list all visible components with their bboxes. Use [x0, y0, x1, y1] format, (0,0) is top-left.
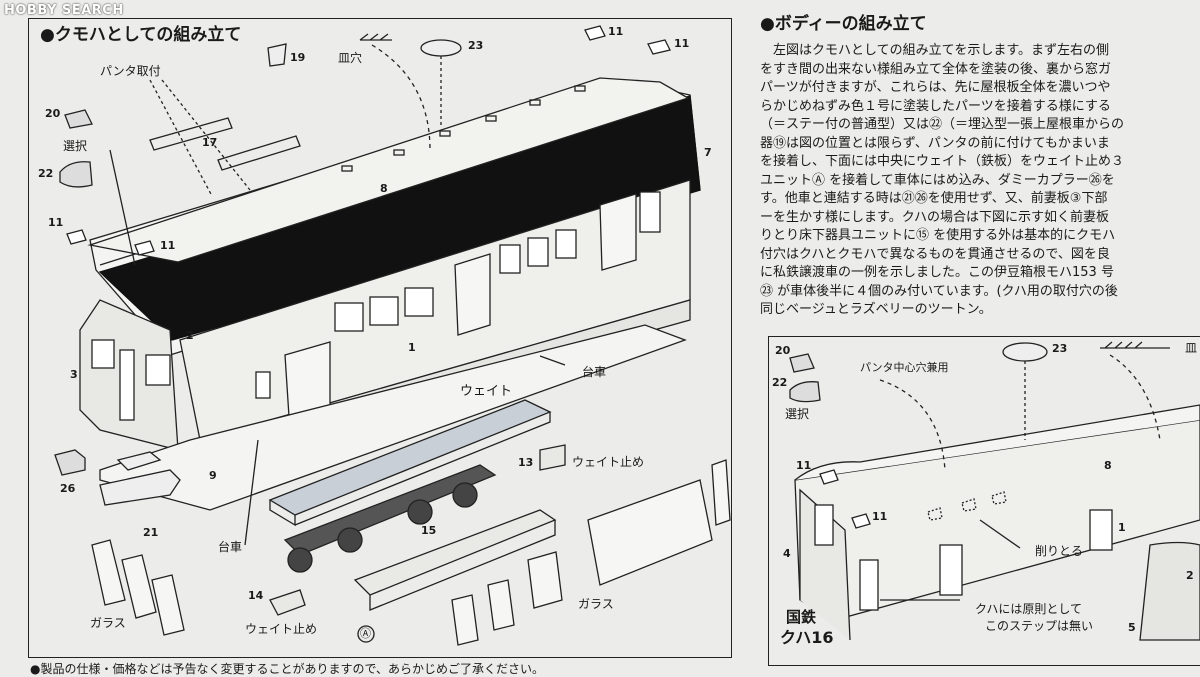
part-number-11b: 11	[674, 37, 690, 50]
label-circle-a: Ⓐ	[360, 627, 371, 640]
inset-part-11a: 11	[796, 459, 812, 472]
label-weight-stopper-13: ウェイト止め	[572, 455, 645, 469]
inset-part-20: 20	[775, 344, 791, 357]
label-select: 選択	[63, 139, 88, 153]
part-number-13: 13	[518, 456, 534, 469]
part-number-11a: 11	[608, 25, 624, 38]
paragraph-line: 付穴はクハとクモハで異なるものを貫通させるので、図を良	[760, 246, 1110, 262]
part-number-19: 19	[290, 51, 306, 64]
inset-part-4: 4	[783, 547, 791, 560]
part-number-8: 8	[380, 182, 388, 195]
part-number-11d: 11	[160, 239, 176, 252]
part-number-11c: 11	[48, 216, 64, 229]
left-diagram-frame	[28, 18, 732, 658]
label-glass-left: ガラス	[90, 616, 126, 630]
paragraph-line: を接着し、下面には中央にウェイト（鉄板）をウェイト止め３	[760, 154, 1125, 169]
paragraph-line: 器⑲は図の位置とは限らず、パンタの前に付けてもかまいま	[760, 135, 1110, 151]
inset-part-2: 2	[1186, 569, 1194, 582]
label-roof-hole-partial: 皿	[1185, 341, 1198, 355]
label-weight: ウェイト	[460, 384, 513, 399]
paragraph-line: パーツが付きますが、これらは、先に屋根板全体を濃いつや	[760, 80, 1111, 95]
label-bogie-right: 台車	[582, 365, 607, 379]
right-heading: ●ボディーの組み立て	[760, 14, 927, 34]
label-weight-stopper-14: ウェイト止め	[245, 622, 318, 636]
part-number-9: 9	[209, 469, 217, 482]
paragraph-line: をすき間の出来ない様組み立て全体を塗装の後、裏から窓ガ	[760, 61, 1112, 77]
paragraph-line: 左図はクモハとしての組み立てを示します。まず左右の側	[773, 43, 1110, 58]
part-number-1: 1	[408, 341, 416, 354]
part-number-7: 7	[704, 146, 712, 159]
label-pantograph-mount: パンタ取付	[100, 64, 161, 78]
paragraph-line: りとり床下器具ユニットに⑮ を使用する外は基本的にクモハ	[760, 228, 1116, 243]
label-bogie-left: 台車	[218, 540, 243, 554]
paragraph-line: らかじめねずみ色１号に塗装したパーツを接着する様にする	[760, 98, 1111, 114]
label-inset-select: 選択	[785, 407, 810, 421]
part-number-2: 2	[186, 329, 194, 342]
part-number-21: 21	[143, 526, 159, 539]
part-number-17: 17	[202, 136, 218, 149]
inset-part-23: 23	[1052, 342, 1068, 355]
part-number-22: 22	[38, 167, 54, 180]
label-roof-hole: 皿穴	[338, 51, 363, 65]
label-jnr: 国鉄	[786, 608, 817, 626]
inset-part-8: 8	[1104, 459, 1112, 472]
part-number-14: 14	[248, 589, 264, 602]
inset-part-22: 22	[772, 376, 788, 389]
footnote: ●製品の仕様・価格などは予告なく変更することがありますので、あらかじめご了承くだ…	[30, 662, 544, 676]
label-kuha-note-1: クハには原則として	[975, 602, 1083, 616]
part-number-3: 3	[70, 368, 78, 381]
label-kuha-note-2: このステップは無い	[985, 619, 1094, 633]
paragraph-line: （＝ステー付の普通型）又は㉒（＝埋込型一張上屋根車からの	[760, 117, 1125, 132]
part-number-23: 23	[468, 39, 484, 52]
part-number-15: 15	[421, 524, 437, 537]
paragraph-line: ㉓ が車体後半に４個のみ付いています。(クハ用の取付穴の後	[760, 283, 1118, 299]
paragraph-line: に私鉄譲渡車の一例を示しました。この伊豆箱根モハ153 号	[760, 265, 1114, 280]
label-glass-right: ガラス	[578, 597, 614, 611]
left-heading: ●クモハとしての組み立て	[40, 25, 242, 45]
paragraph-line: ーを生かす様にします。クハの場合は下図に示す如く前妻板	[760, 209, 1110, 225]
part-number-26: 26	[60, 482, 76, 495]
paragraph-line: す。他車と連結する時は㉑㉖を使用せず、又、前妻板③下部	[760, 191, 1108, 206]
watermark: HOBBY SEARCH	[4, 3, 124, 18]
part-number-20: 20	[45, 107, 61, 120]
inset-part-5: 5	[1128, 621, 1136, 634]
label-kuha16: クハ16	[780, 628, 834, 647]
instruction-paragraph: 左図はクモハとしての組み立てを示します。まず左右の側 をすき間の出来ない様組み立…	[760, 42, 1200, 320]
kuha16-inset-frame	[768, 336, 1200, 666]
inset-part-1: 1	[1118, 521, 1126, 534]
inset-part-11b: 11	[872, 510, 888, 523]
paragraph-line: 同じベージュとラズベリーのツートン。	[760, 302, 992, 317]
paragraph-line: ユニットⒶ を接着して車体にはめ込み、ダミーカプラー㉖を	[760, 172, 1115, 188]
label-cut-off: 削りとる	[1035, 544, 1084, 558]
label-pantograph-center-hole: パンタ中心穴兼用	[860, 361, 949, 374]
